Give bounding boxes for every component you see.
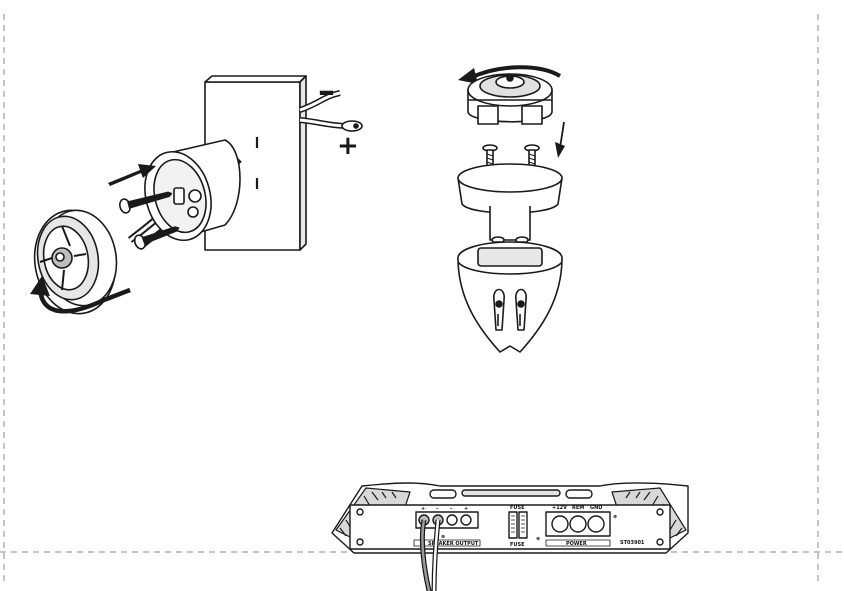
angle-housing bbox=[458, 242, 562, 352]
wire-label-positive: + bbox=[337, 131, 359, 161]
model-label: ST03901 bbox=[620, 540, 645, 546]
right-power-symbol: ⊕ bbox=[613, 514, 617, 520]
surface-mount-illustration: – + bbox=[27, 71, 362, 320]
ground-symbol: ⊕ bbox=[441, 534, 445, 540]
power-label: POWER bbox=[566, 541, 587, 547]
terminal-sign-1: + bbox=[421, 506, 425, 512]
tweeter-top bbox=[468, 74, 552, 124]
tweeter-head bbox=[27, 204, 124, 320]
down-arrow-icon bbox=[555, 122, 565, 158]
power-label-rem: REM bbox=[572, 505, 584, 511]
fuse-label: FUSE bbox=[510, 505, 525, 511]
flush-mount-illustration bbox=[458, 67, 565, 352]
mounting-ring bbox=[458, 164, 562, 240]
left-power-symbol: ⊕ bbox=[536, 536, 540, 542]
power-terminal-labels: +12V REM GND bbox=[552, 505, 602, 511]
wire-label-negative: – bbox=[318, 71, 335, 111]
fuse-label-bottom: FUSE bbox=[510, 542, 525, 548]
amplifier-illustration: + – – + SPEAKER OUTPUT ⊕ FUSE FUSE ⊕ bbox=[332, 483, 688, 591]
terminal-sign-4: + bbox=[464, 506, 468, 512]
power-label-12v: +12V bbox=[552, 505, 567, 511]
power-label-gnd: GND bbox=[590, 505, 602, 511]
